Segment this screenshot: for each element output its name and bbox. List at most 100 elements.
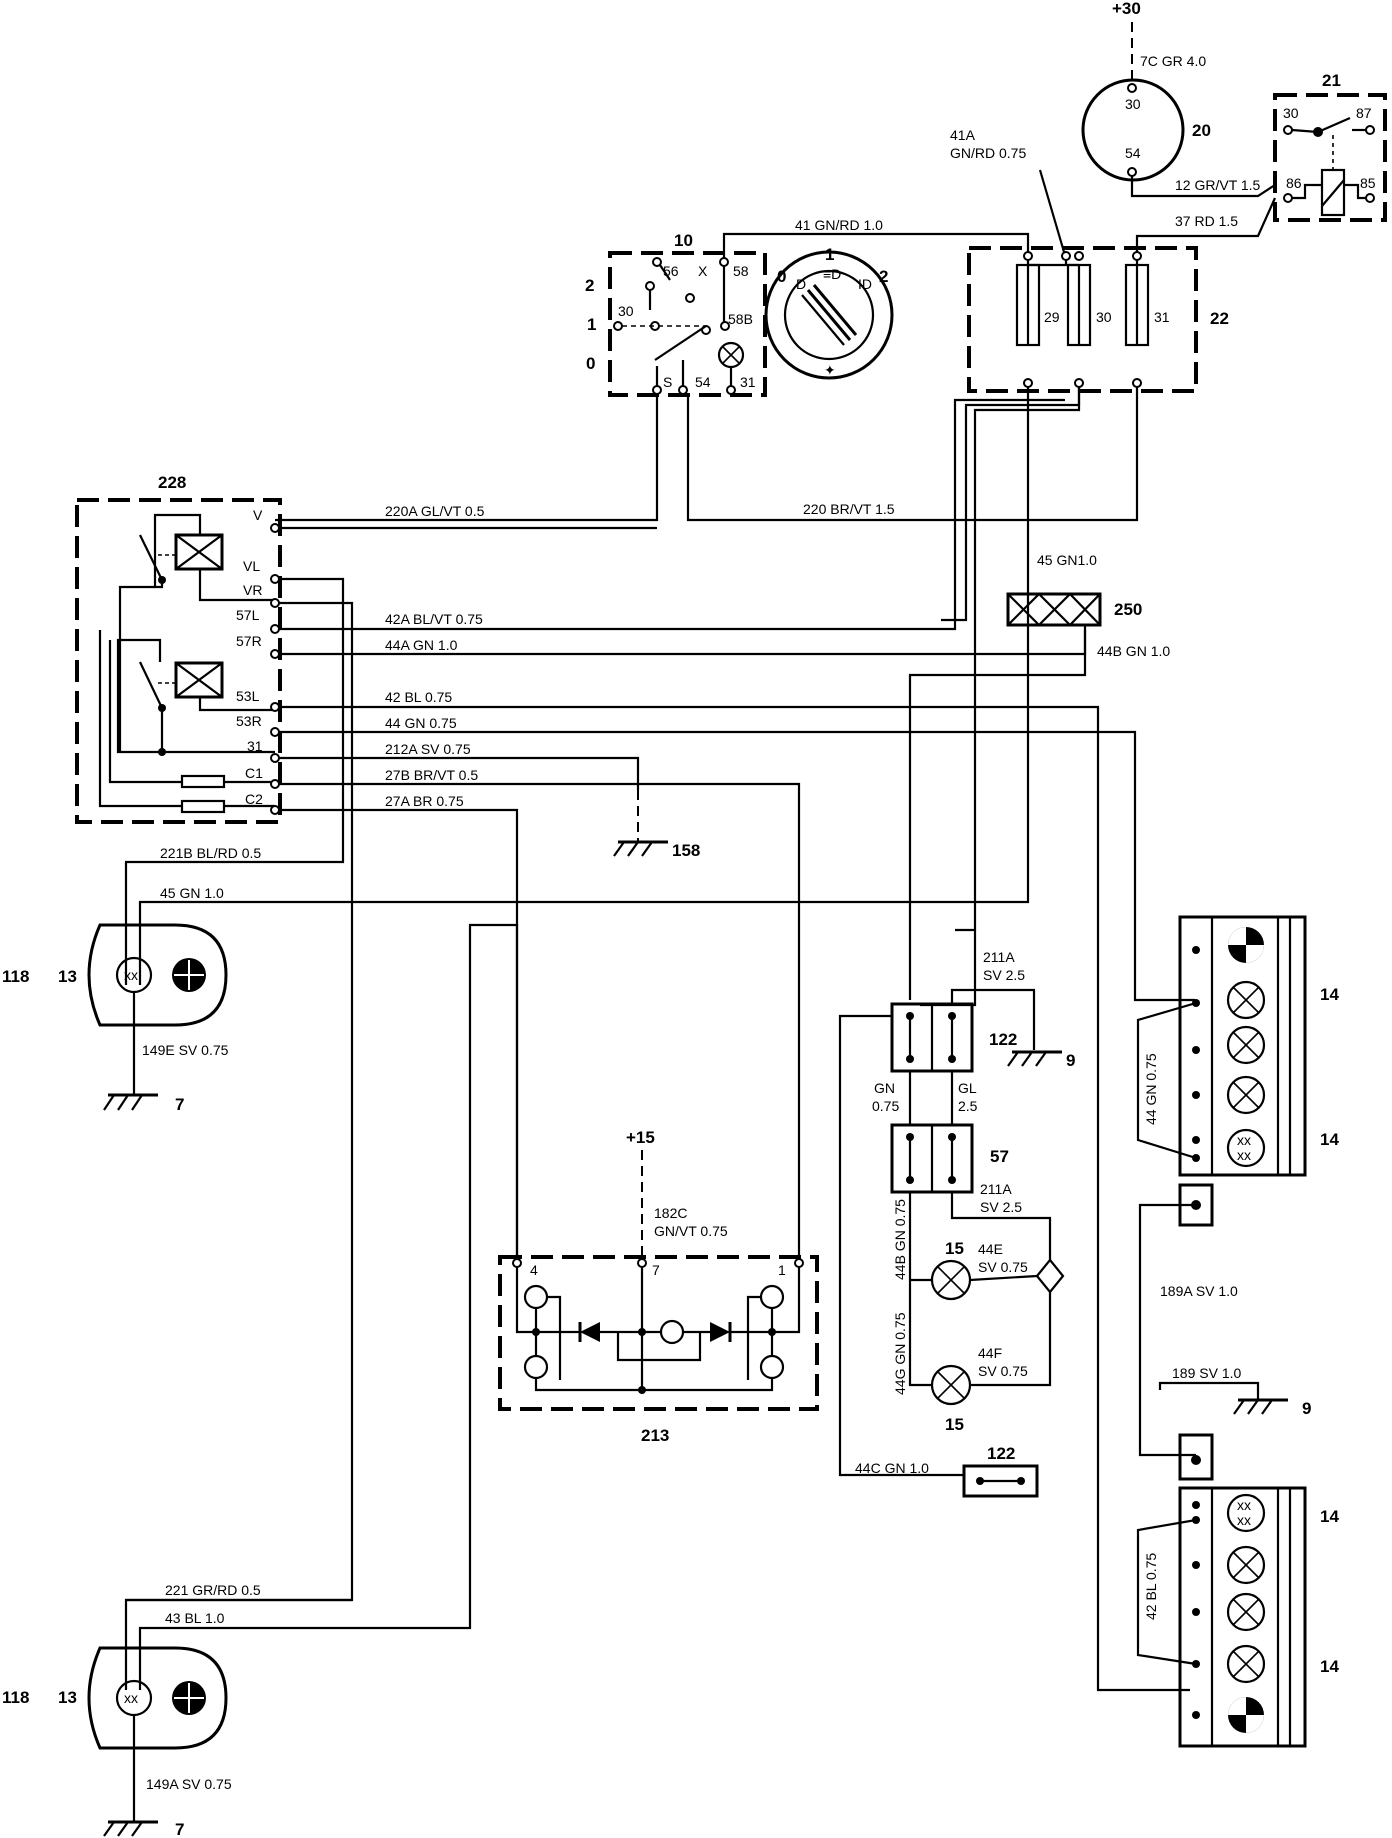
c228-pin-31: 31 xyxy=(247,738,263,754)
c10-pos-2: 2 xyxy=(585,276,594,295)
c10-label: 10 xyxy=(674,231,693,250)
wires-228: 42A BL/VT 0.75 44A GN 1.0 42 BL 0.75 44 … xyxy=(124,398,1195,1692)
battery-supply-30: +30 7C GR 4.0 xyxy=(1112,0,1206,82)
wire-41a-label-b: GN/RD 0.75 xyxy=(950,145,1026,161)
bulb-x-icon: xx xyxy=(124,967,138,983)
wire-221b-label: 221B BL/RD 0.5 xyxy=(160,845,261,861)
connector-57: 57 211A SV 2.5 44B GN 0.75 15 44E SV 0.7… xyxy=(890,1123,1065,1434)
module-213: 213 +15 182C GN/VT 0.75 4 7 1 xyxy=(498,1128,819,1445)
wire-44b-label-1: 44B GN 1.0 xyxy=(1097,643,1170,659)
wire-44c-label: 44C GN 1.0 xyxy=(855,1460,929,1476)
c14-b-label: 14 xyxy=(1320,1130,1339,1149)
wires-top: 12 GR/VT 1.5 37 RD 1.5 41A GN/RD 0.75 41… xyxy=(275,127,1277,932)
connector-122-bottom: 122 44C GN 1.0 xyxy=(855,1444,1039,1498)
wire-7c-label: 7C GR 4.0 xyxy=(1140,53,1206,69)
relay-21: 21 30 87 86 85 xyxy=(1273,71,1387,222)
wire-27a-label: 27A BR 0.75 xyxy=(385,793,464,809)
lamp-strip-14-lower: 189 SV 1.0 9 xx xx 14 14 4 xyxy=(1136,1365,1339,1748)
ground-158: 158 xyxy=(613,790,700,860)
c10-pin-x: X xyxy=(698,263,708,279)
wire-44f-label-a: 44F xyxy=(978,1345,1002,1361)
headlight-118-bottom: 221 GR/RD 0.5 43 BL 1.0 118 13 xx 149A S… xyxy=(2,923,519,1838)
bulb-x-icon: xx xyxy=(1237,1132,1251,1148)
c228-pin-v: V xyxy=(253,507,263,523)
wire-211a-1-label-b: SV 2.5 xyxy=(983,967,1025,983)
c21-label: 21 xyxy=(1322,71,1341,90)
wire-42-label: 42 BL 0.75 xyxy=(385,689,452,705)
c10-pin-56: 56 xyxy=(663,263,679,279)
wire-42bl-label: 42 BL 0.75 xyxy=(1143,1553,1159,1620)
c122-gn-size: 0.75 xyxy=(872,1098,899,1114)
c14-d-label: 14 xyxy=(1320,1657,1339,1676)
wire-43-label: 43 BL 1.0 xyxy=(165,1610,225,1626)
wire-12-label: 12 GR/VT 1.5 xyxy=(1175,177,1261,193)
c228-pin-53l: 53L xyxy=(236,688,260,704)
wire-44gn-label: 44 GN 0.75 xyxy=(1143,1053,1159,1125)
wire-27b-label: 27B BR/VT 0.5 xyxy=(385,767,478,783)
module-228: 228 V VL VR 57L 57R 53L 53R 31 C1 C xyxy=(75,473,282,824)
c10-pin-54: 54 xyxy=(695,374,711,390)
c118-top-label: 118 xyxy=(2,967,29,986)
c10-pos-1: 1 xyxy=(587,315,596,334)
light-switch-10: 10 2 1 0 56 X 58 30 58B S 54 31 xyxy=(585,231,767,397)
knob-pos-1: 1 xyxy=(825,245,834,264)
supply-plus15-label: +15 xyxy=(626,1128,655,1147)
bulb-x-icon: xx xyxy=(1237,1147,1251,1163)
c22-label: 22 xyxy=(1210,309,1229,328)
wire-189a-label: 189A SV 1.0 xyxy=(1160,1283,1238,1299)
c13-top-label: 13 xyxy=(58,967,77,986)
wire-44e-label-a: 44E xyxy=(978,1241,1003,1257)
c57-label: 57 xyxy=(990,1147,1009,1166)
c15-a-label: 15 xyxy=(945,1239,964,1258)
component-20: 30 54 20 xyxy=(1081,78,1211,182)
wire-211a-2-label-a: 211A xyxy=(980,1181,1012,1197)
c10-pin-58b: 58B xyxy=(728,311,753,327)
c213-pin-4: 4 xyxy=(530,1262,538,1278)
c21-pin-30: 30 xyxy=(1283,105,1299,121)
wire-220-label: 220 BR/VT 1.5 xyxy=(803,501,895,517)
c20-pin-54: 54 xyxy=(1125,145,1141,161)
wire-44b-label-2: 44B GN 0.75 xyxy=(892,1199,908,1280)
c250-label: 250 xyxy=(1114,600,1142,619)
wire-41-label: 41 GN/RD 1.0 xyxy=(795,217,883,233)
wire-149e-label: 149E SV 0.75 xyxy=(142,1042,229,1058)
c7-bot-label: 7 xyxy=(175,1820,184,1838)
c122-gn-label: GN xyxy=(874,1080,895,1096)
wire-44a-label: 44A GN 1.0 xyxy=(385,637,458,653)
c15-b-label: 15 xyxy=(945,1415,964,1434)
wire-149a-label: 149A SV 0.75 xyxy=(146,1776,232,1792)
wire-41a-label-a: 41A xyxy=(950,127,976,143)
wire-212a-label: 212A SV 0.75 xyxy=(385,741,471,757)
wire-189-label: 189 SV 1.0 xyxy=(1172,1365,1241,1381)
c228-pin-c2: C2 xyxy=(245,791,263,807)
wire-211a-1-label-a: 211A xyxy=(983,949,1015,965)
bulb-icon: ✦ xyxy=(824,362,836,378)
low-beam-icon: ≡D xyxy=(823,266,841,282)
c10-pin-s: S xyxy=(663,374,672,390)
wire-182c-label-a: 182C xyxy=(654,1205,687,1221)
c118-bot-label: 118 xyxy=(2,1688,29,1707)
wire-45-label-2: 45 GN 1.0 xyxy=(160,885,224,901)
c158-label: 158 xyxy=(672,841,700,860)
c13-bot-label: 13 xyxy=(58,1688,77,1707)
c14-a-label: 14 xyxy=(1320,985,1339,1004)
fuse-box-22: 22 29 30 31 xyxy=(967,246,1229,393)
wire-44e-label-b: SV 0.75 xyxy=(978,1259,1028,1275)
c122-gl-label: GL xyxy=(958,1080,977,1096)
c10-pin-30: 30 xyxy=(618,303,634,319)
headlight-118-top: 118 13 xx 149E SV 0.75 7 xyxy=(2,923,229,1114)
c122-top-label: 122 xyxy=(989,1030,1017,1049)
wire-37-label: 37 RD 1.5 xyxy=(1175,213,1238,229)
c21-pin-87: 87 xyxy=(1356,105,1372,121)
c213-pin-1: 1 xyxy=(778,1262,786,1278)
c228-label: 228 xyxy=(158,473,186,492)
knob-pos-2: 2 xyxy=(879,267,888,286)
c228-pin-53r: 53R xyxy=(236,713,262,729)
c9-bot-label: 9 xyxy=(1302,1399,1311,1418)
knob-pos-0: 0 xyxy=(777,267,786,286)
parking-light-icon: D xyxy=(796,276,806,292)
connector-122-top: 122 211A SV 2.5 9 GN 0.75 GL 2.5 xyxy=(838,949,1075,1477)
c14-c-label: 14 xyxy=(1320,1507,1339,1526)
connector-250: 250 44B GN 1.0 xyxy=(1006,592,1170,659)
